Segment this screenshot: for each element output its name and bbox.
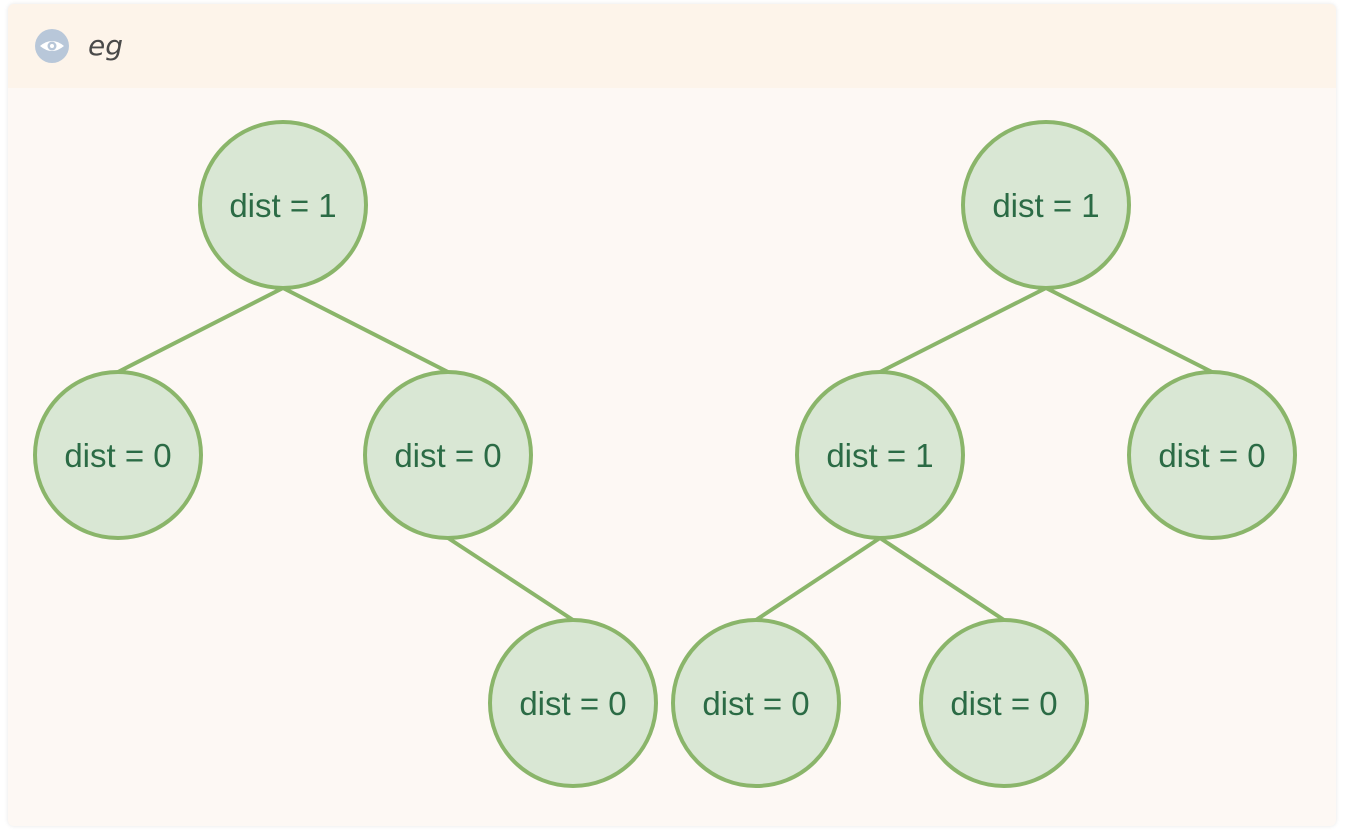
- edge-t1-root-t1-left: [117, 286, 284, 374]
- node-label: dist = 0: [702, 685, 809, 722]
- node-label: dist = 0: [950, 685, 1057, 722]
- edge-t2-root-t2-right: [1045, 286, 1213, 374]
- eye-icon: [35, 29, 69, 63]
- node-label: dist = 1: [992, 187, 1099, 224]
- node-circle: [795, 370, 965, 540]
- edge-t1-root-t1-right: [282, 286, 449, 374]
- tree-nodes: dist = 1 dist = 0 dist = 0 dist = 0 dist = 1…: [33, 120, 1297, 788]
- node-t1-root: dist = 1: [198, 120, 368, 290]
- node-label: dist = 0: [64, 437, 171, 474]
- node-t1-left: dist = 0: [33, 370, 203, 540]
- node-t1-right-right: dist = 0: [488, 618, 658, 788]
- node-t2-left-left: dist = 0: [671, 618, 841, 788]
- node-circle: [488, 618, 658, 788]
- node-label: dist = 0: [394, 437, 501, 474]
- card-header: eg: [8, 4, 1336, 88]
- node-t2-root: dist = 1: [961, 120, 1131, 290]
- node-circle: [671, 618, 841, 788]
- node-t2-right: dist = 0: [1127, 370, 1297, 540]
- edge-t2-left-t2-left-right: [878, 536, 1006, 622]
- tree-edges: [117, 286, 1213, 622]
- node-t2-left: dist = 1: [795, 370, 965, 540]
- card-title: eg: [88, 29, 123, 62]
- node-circle: [961, 120, 1131, 290]
- node-t1-right: dist = 0: [363, 370, 533, 540]
- node-t2-left-right: dist = 0: [919, 618, 1089, 788]
- node-circle: [919, 618, 1089, 788]
- edge-t2-root-t2-left: [879, 286, 1047, 374]
- node-label: dist = 0: [519, 685, 626, 722]
- node-circle: [33, 370, 203, 540]
- node-circle: [363, 370, 533, 540]
- node-circle: [1127, 370, 1297, 540]
- node-label: dist = 1: [229, 187, 336, 224]
- edge-t2-left-t2-left-left: [754, 536, 882, 622]
- node-label: dist = 1: [826, 437, 933, 474]
- node-label: dist = 0: [1158, 437, 1265, 474]
- edge-t1-right-t1-right-right: [446, 536, 575, 622]
- node-circle: [198, 120, 368, 290]
